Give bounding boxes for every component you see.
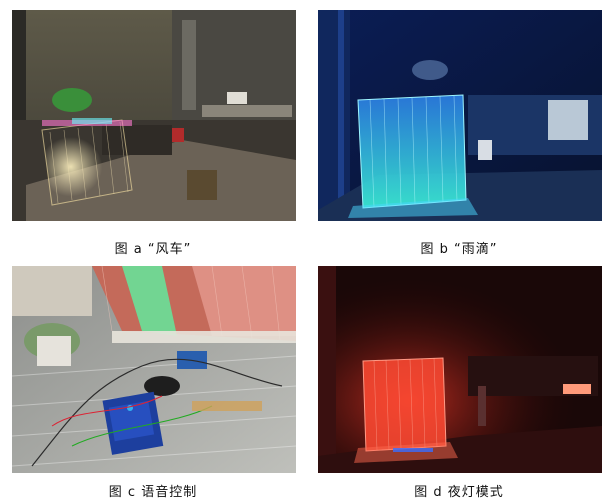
caption-figure-d: 图 d 夜灯模式 [414, 485, 504, 500]
caption-figure-c: 图 c 语音控制 [108, 485, 198, 500]
photo-voice-control [12, 266, 296, 473]
caption-figure-b: 图 b “雨滴” [420, 242, 498, 257]
photo-windmill [12, 10, 296, 221]
photo-night-light [318, 266, 602, 473]
photo-raindrop [318, 10, 602, 221]
caption-figure-a: 图 a “风车” [114, 242, 192, 257]
